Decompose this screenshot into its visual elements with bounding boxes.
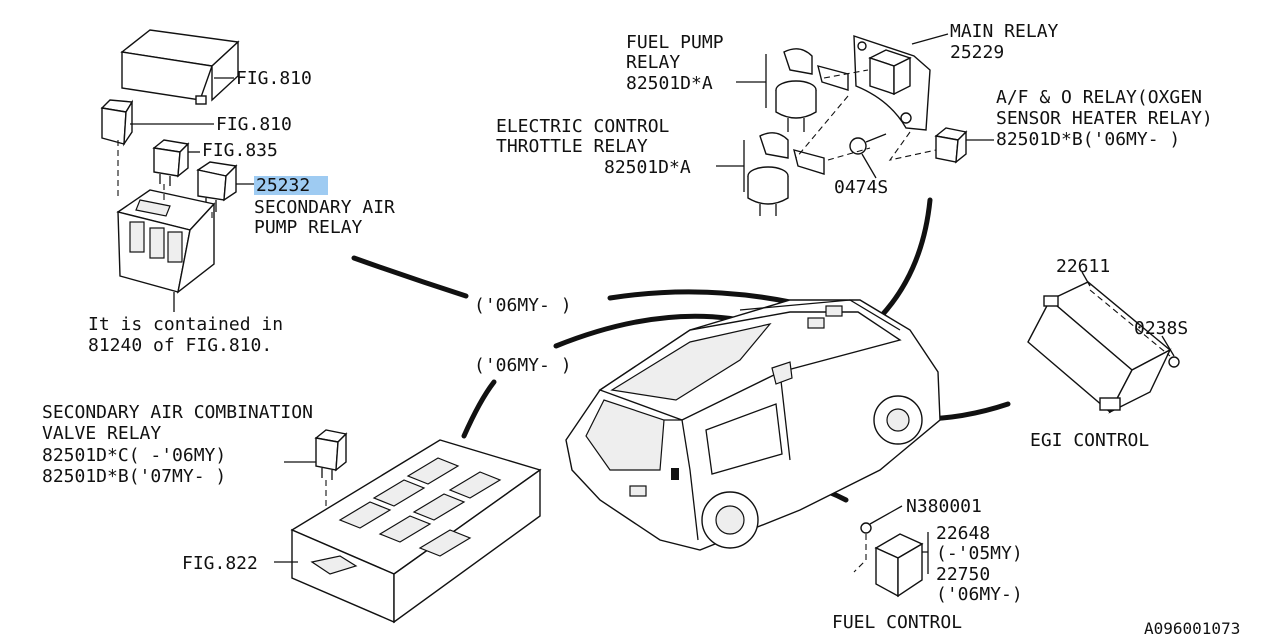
- label-25232[interactable]: 25232: [256, 175, 310, 196]
- dash-fuel-control: [853, 534, 867, 573]
- label-af-1: A/F & O RELAY(OXGEN: [996, 87, 1202, 108]
- label-egi-control: EGI CONTROL: [1030, 430, 1149, 451]
- part-number-highlight: [254, 176, 328, 195]
- fuse-part: [100, 99, 134, 147]
- label-etc-1: ELECTRIC CONTROL: [496, 116, 670, 137]
- leader-n380001: [869, 505, 903, 525]
- label-contained-2: 81240 of FIG.810.: [88, 335, 272, 356]
- label-22648: 22648: [936, 523, 990, 544]
- label-06my-a: ('06MY- ): [474, 295, 572, 316]
- label-fuel-pump-1: FUEL PUMP: [626, 32, 724, 53]
- label-fig810-fuse: FIG.810: [216, 114, 292, 135]
- label-etc-2: THROTTLE RELAY: [496, 136, 648, 157]
- leader-main-relay: [911, 33, 949, 45]
- label-n380001: N380001: [906, 496, 982, 517]
- relay-block: [116, 189, 216, 294]
- label-06my-fc: ('06MY-): [936, 584, 1023, 605]
- bracket-fuel-control: [922, 532, 929, 574]
- etc-relay-bracket: [747, 132, 825, 216]
- label-main-relay-2: 25229: [950, 42, 1004, 63]
- fuel-pump-relay-bracket: [775, 48, 849, 132]
- label-fig822: FIG.822: [182, 553, 258, 574]
- label-secondary-air-2: PUMP RELAY: [254, 217, 363, 238]
- assembly-dash-lines: [117, 140, 213, 222]
- bolt-0474s: [849, 133, 887, 155]
- dash-relay-cluster: [795, 69, 937, 161]
- label-af-3: 82501D*B('06MY- ): [996, 129, 1180, 150]
- egi-control-unit: [1027, 281, 1180, 414]
- leader-0238s: [1161, 335, 1175, 357]
- label-af-2: SENSOR HEATER RELAY): [996, 108, 1213, 129]
- label-22611: 22611: [1056, 256, 1110, 277]
- label-22750: 22750: [936, 564, 990, 585]
- label-contained-1: It is contained in: [88, 314, 283, 335]
- label-0474s: 0474S: [834, 177, 888, 198]
- diagram-id: A096001073: [1144, 619, 1240, 638]
- label-fig810-cover: FIG.810: [236, 68, 312, 89]
- label-sec-comb-3: 82501D*C( -'06MY): [42, 445, 226, 466]
- vehicle-illustration: [565, 299, 941, 551]
- af-relay: [934, 127, 968, 164]
- callout-line-secondary-air: [351, 255, 469, 299]
- relay-25232: [196, 161, 238, 212]
- label-fuel-pump-2: RELAY: [626, 52, 680, 73]
- fuel-control-unit: [860, 522, 924, 598]
- bracket-etc: [716, 140, 745, 192]
- label-main-relay-1: MAIN RELAY: [950, 21, 1059, 42]
- label-fuel-control: FUEL CONTROL: [832, 612, 962, 633]
- label-secondary-air-1: SECONDARY AIR: [254, 197, 395, 218]
- label-fig835: FIG.835: [202, 140, 278, 161]
- label-06my-b: ('06MY- ): [474, 355, 572, 376]
- dash-egi: [1089, 289, 1171, 357]
- main-relay: [853, 35, 931, 131]
- bracket-fuel-pump: [736, 54, 767, 108]
- relay-fig835: [152, 139, 190, 186]
- label-sec-comb-1: SECONDARY AIR COMBINATION: [42, 402, 313, 423]
- leader-22611: [1081, 271, 1091, 287]
- label-fuel-pump-3: 82501D*A: [626, 73, 713, 94]
- leader-0474s: [861, 153, 877, 179]
- callout-line-06my-a: [607, 289, 793, 305]
- label-sec-comb-4: 82501D*B('07MY- ): [42, 466, 226, 487]
- label-sec-comb-2: VALVE RELAY: [42, 423, 161, 444]
- relay-sec-comb: [314, 429, 348, 480]
- label-etc-3: 82501D*A: [604, 157, 691, 178]
- label-0238s: 0238S: [1134, 318, 1188, 339]
- fuse-box-cover: [120, 29, 240, 105]
- fuse-box-fig822: [290, 439, 542, 624]
- label-05my: (-'05MY): [936, 543, 1023, 564]
- callout-line-sec-comb: [461, 379, 497, 439]
